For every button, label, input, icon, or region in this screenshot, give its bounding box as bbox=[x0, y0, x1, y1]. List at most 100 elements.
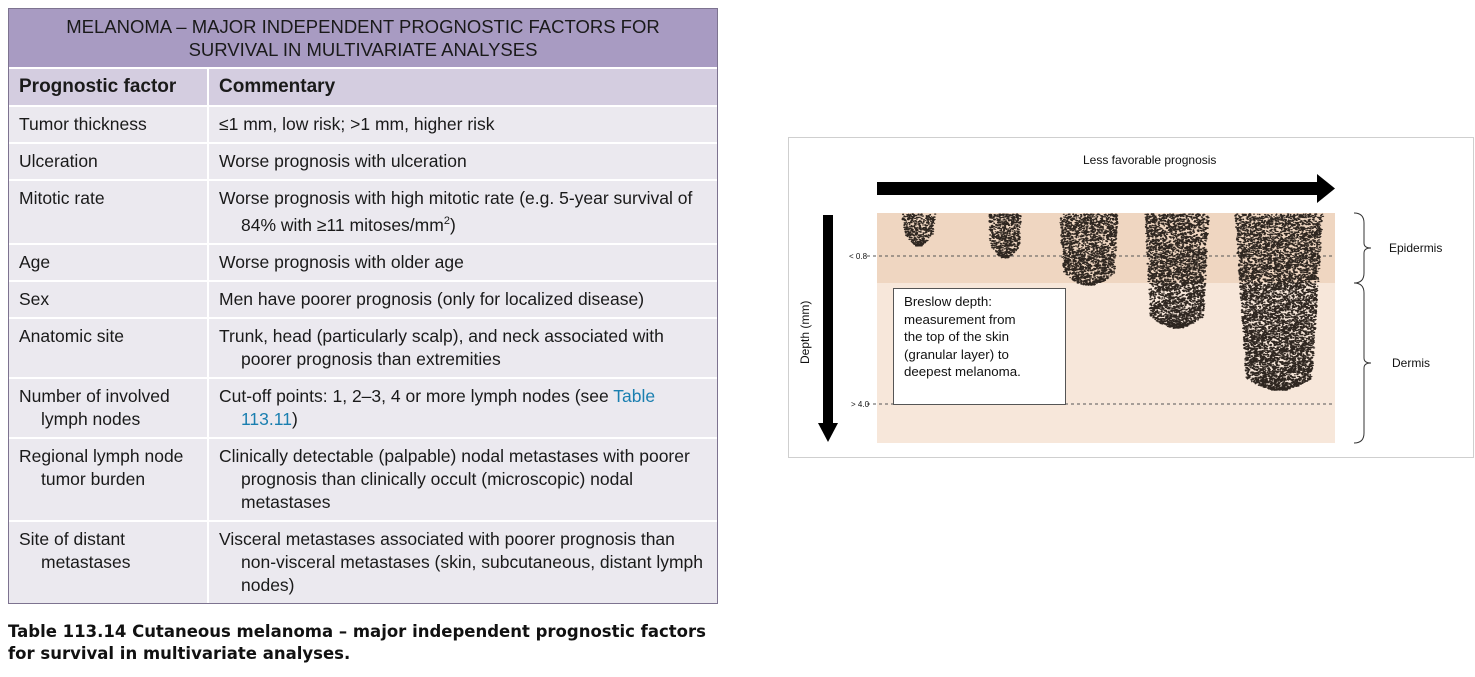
melanoma-dot bbox=[1146, 243, 1149, 246]
melanoma-dot bbox=[1085, 283, 1088, 286]
melanoma-dot bbox=[1112, 256, 1116, 258]
melanoma-dot bbox=[1082, 217, 1085, 220]
melanoma-dot bbox=[1076, 241, 1079, 243]
melanoma-dot bbox=[1070, 243, 1073, 245]
melanoma-dot bbox=[1003, 229, 1006, 232]
melanoma-dot bbox=[929, 234, 932, 237]
melanoma-dot bbox=[1154, 273, 1157, 275]
melanoma-dot bbox=[1114, 243, 1116, 245]
melanoma-dot bbox=[929, 219, 932, 221]
melanoma-dot bbox=[990, 228, 994, 231]
melanoma-dot bbox=[1086, 277, 1089, 279]
melanoma-dot bbox=[919, 243, 922, 246]
melanoma-dot bbox=[1170, 309, 1172, 311]
melanoma-dot bbox=[910, 233, 914, 235]
melanoma-dot bbox=[1192, 267, 1195, 269]
melanoma-dot bbox=[924, 235, 928, 237]
melanoma-dot bbox=[1059, 217, 1062, 219]
melanoma-dot bbox=[1061, 232, 1064, 235]
melanoma-dot bbox=[1199, 309, 1202, 311]
melanoma-dot bbox=[1003, 237, 1007, 240]
melanoma-dot bbox=[1148, 244, 1151, 246]
melanoma-dot bbox=[1160, 310, 1164, 313]
melanoma-dot bbox=[1085, 244, 1087, 247]
melanoma-dot bbox=[1064, 247, 1067, 250]
melanoma-dot bbox=[1069, 262, 1073, 264]
melanoma-dot bbox=[1003, 234, 1005, 236]
melanoma-dot bbox=[1156, 242, 1160, 245]
melanoma-dot bbox=[1001, 231, 1005, 233]
melanoma-dot bbox=[1201, 228, 1205, 230]
melanoma-dot bbox=[1148, 288, 1151, 291]
melanoma-dot bbox=[1082, 229, 1085, 232]
melanoma-dot bbox=[1085, 236, 1087, 239]
melanoma-dot bbox=[1087, 252, 1090, 255]
melanoma-dot bbox=[1090, 213, 1094, 215]
melanoma-dot bbox=[1082, 280, 1085, 282]
melanoma-dot bbox=[1153, 242, 1156, 244]
melanoma-dot bbox=[903, 216, 907, 218]
melanoma-dot bbox=[915, 221, 918, 223]
melanoma-dot bbox=[1009, 240, 1012, 242]
melanoma-dot bbox=[1094, 263, 1097, 265]
table-113-11-link[interactable]: Table 113.11 bbox=[241, 385, 656, 429]
melanoma-dot bbox=[1086, 245, 1090, 247]
melanoma-dot bbox=[1062, 250, 1066, 252]
melanoma-dot bbox=[1109, 219, 1112, 221]
melanoma-dot bbox=[1085, 226, 1089, 228]
melanoma-dot bbox=[1185, 300, 1189, 303]
melanoma-dot bbox=[1104, 278, 1106, 280]
melanoma-dot bbox=[997, 223, 999, 225]
melanoma-dot bbox=[1078, 267, 1082, 270]
melanoma-dot bbox=[1151, 221, 1154, 224]
melanoma-dot bbox=[914, 237, 917, 239]
melanoma-dot bbox=[1069, 266, 1072, 268]
melanoma-dot bbox=[902, 218, 905, 220]
melanoma-dot bbox=[1152, 217, 1155, 220]
melanoma-dot bbox=[1104, 215, 1106, 218]
melanoma-dot bbox=[1088, 267, 1092, 270]
melanoma-dot bbox=[928, 229, 931, 231]
melanoma-dot bbox=[1096, 231, 1099, 234]
table-row: Sex Men have poorer prognosis (only for … bbox=[9, 281, 717, 319]
melanoma-dot bbox=[1008, 232, 1011, 235]
melanoma-dot bbox=[1105, 269, 1108, 271]
melanoma-dot bbox=[1165, 260, 1168, 262]
melanoma-dot bbox=[1084, 223, 1086, 225]
melanoma-dot bbox=[1073, 225, 1077, 228]
melanoma-dot bbox=[1169, 255, 1172, 257]
melanoma-dot bbox=[931, 221, 934, 223]
melanoma-dot bbox=[1086, 266, 1089, 268]
melanoma-dot bbox=[1082, 234, 1085, 237]
melanoma-dot bbox=[1167, 229, 1170, 232]
melanoma-dot bbox=[1065, 272, 1069, 274]
melanoma-dot bbox=[926, 215, 930, 217]
melanoma-dot bbox=[1097, 276, 1100, 279]
melanoma-dot bbox=[1105, 234, 1109, 237]
melanoma-dot bbox=[1153, 225, 1157, 227]
melanoma-dot bbox=[1003, 221, 1006, 223]
melanoma-dot bbox=[911, 213, 914, 215]
melanoma-dot bbox=[1013, 230, 1016, 232]
melanoma-dot bbox=[1092, 252, 1096, 254]
melanoma-dot bbox=[1163, 213, 1167, 215]
melanoma-dot bbox=[1067, 233, 1069, 235]
melanoma-dot bbox=[1004, 256, 1008, 259]
melanoma-dot bbox=[1170, 272, 1173, 274]
melanoma-dot bbox=[927, 219, 929, 222]
melanoma-dot bbox=[921, 222, 924, 225]
melanoma-dot bbox=[1003, 235, 1006, 238]
melanoma-dot bbox=[1061, 227, 1064, 229]
melanoma-dot bbox=[1064, 262, 1068, 264]
melanoma-dot bbox=[1062, 246, 1065, 249]
melanoma-dot bbox=[994, 218, 996, 221]
melanoma-dot bbox=[991, 231, 994, 234]
melanoma-dot bbox=[1064, 231, 1067, 234]
melanoma-dot bbox=[1067, 248, 1070, 250]
melanoma-dot bbox=[1190, 247, 1194, 249]
melanoma-dot bbox=[1175, 237, 1178, 239]
melanoma-dot bbox=[1202, 224, 1205, 226]
melanoma-dot bbox=[1167, 251, 1169, 254]
melanoma-dot bbox=[917, 234, 921, 236]
melanoma-dot bbox=[1177, 273, 1181, 276]
